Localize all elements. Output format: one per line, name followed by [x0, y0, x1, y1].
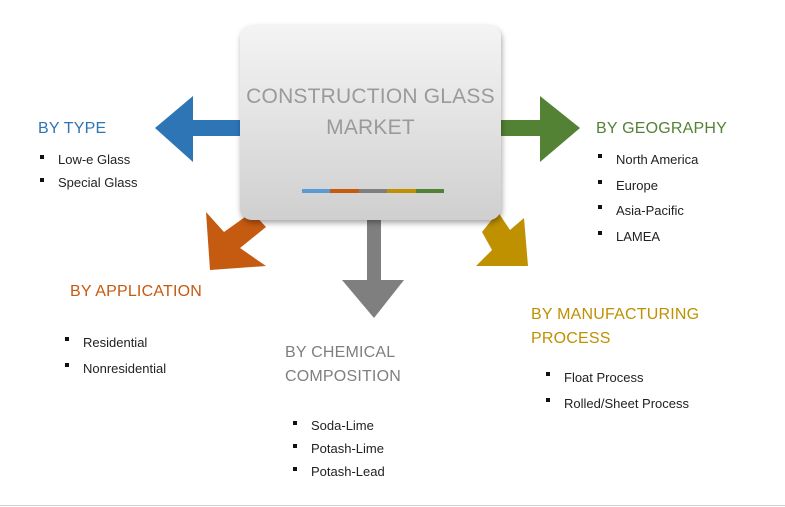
chemical-heading-line1: BY CHEMICAL — [285, 344, 396, 361]
color-bar-segment — [415, 189, 445, 193]
chemical-list-item: Potash-Lead — [291, 460, 385, 483]
type-list-item: Low-e Glass — [38, 148, 137, 171]
arrow-manufacturing-icon — [476, 212, 528, 266]
arrow-chemical-icon — [342, 220, 404, 318]
color-bar — [302, 189, 445, 193]
color-bar-segment — [387, 189, 416, 193]
geography-heading-text: BY GEOGRAPHY — [596, 120, 728, 137]
application-list-item: Residential — [63, 330, 166, 356]
manufacturing-heading-line2: PROCESS — [531, 330, 611, 347]
geography-list-item: Europe — [596, 173, 698, 199]
chemical-heading-line2: COMPOSITION — [285, 368, 401, 385]
geography-heading: BY GEOGRAPHY — [596, 117, 727, 141]
center-title-line1: CONSTRUCTION GLASS — [246, 85, 495, 108]
geography-list-item: LAMEA — [596, 224, 698, 250]
application-heading: BY APPLICATION — [70, 280, 202, 304]
arrow-type-icon — [155, 96, 242, 162]
geography-list-item: Asia-Pacific — [596, 198, 698, 224]
center-title: CONSTRUCTION GLASS MARKET — [240, 81, 501, 143]
geography-list-item: North America — [596, 147, 698, 173]
chemical-list-item: Potash-Lime — [291, 437, 385, 460]
arrow-application-icon — [206, 212, 266, 270]
center-box: CONSTRUCTION GLASS MARKET — [240, 25, 501, 220]
color-bar-segment — [330, 189, 359, 193]
color-bar-segment — [358, 189, 388, 193]
application-heading-text: BY APPLICATION — [70, 283, 203, 300]
chemical-list-item: Soda-Lime — [291, 414, 385, 437]
arrow-geography-icon — [500, 96, 580, 162]
type-heading-text: BY TYPE — [38, 120, 107, 137]
center-title-line2: MARKET — [326, 116, 415, 139]
manufacturing-list-item: Rolled/Sheet Process — [544, 391, 689, 417]
chemical-heading: BY CHEMICAL COMPOSITION — [285, 341, 401, 389]
color-bar-segment — [302, 189, 331, 193]
manufacturing-heading: BY MANUFACTURING PROCESS — [531, 303, 699, 351]
application-list-item: Nonresidential — [63, 356, 166, 382]
bottom-divider — [0, 505, 785, 506]
type-heading: BY TYPE — [38, 117, 106, 141]
manufacturing-list-item: Float Process — [544, 365, 689, 391]
type-list-item: Special Glass — [38, 171, 137, 194]
manufacturing-heading-line1: BY MANUFACTURING — [531, 306, 700, 323]
